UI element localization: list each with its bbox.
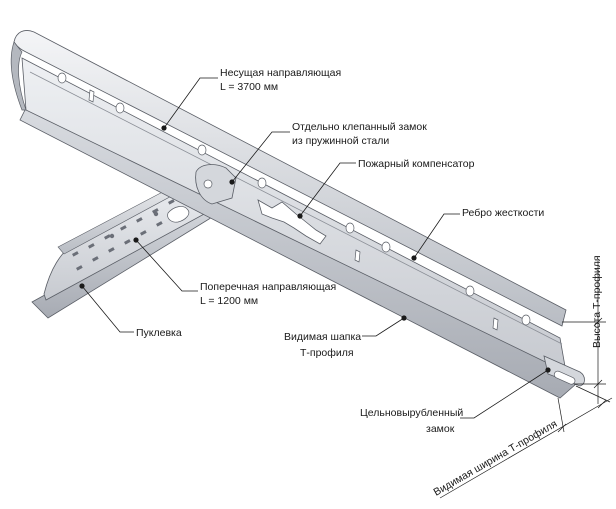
label-main-runner-name: Несущая направляющая <box>220 67 341 79</box>
main-runner-end <box>10 41 27 111</box>
label-visible-cap-1: Видимая шапка <box>284 331 361 343</box>
label-cross-tee-length: L = 1200 мм <box>200 295 258 307</box>
fire-compensator-cutout <box>257 199 327 245</box>
stiffening-rib-line <box>29 71 563 345</box>
label-puklevka: Пуклевка <box>136 327 182 339</box>
riveted-lock-plate <box>195 164 237 205</box>
main-runner-slots <box>88 89 499 331</box>
label-fire-compensator: Пожарный компенсатор <box>358 158 475 170</box>
label-riveted-lock-1: Отдельно клепанный замок <box>292 121 427 133</box>
label-cross-tee-name: Поперечная направляющая <box>200 281 336 293</box>
label-main-runner-length: L = 3700 мм <box>220 81 278 93</box>
dimensions <box>439 260 613 499</box>
main-runner-holes <box>57 72 531 326</box>
label-stiffening-rib: Ребро жесткости <box>462 207 544 219</box>
label-punched-lock-1: Цельновырубленный <box>360 407 463 419</box>
label-profile-height: Высота Т-профиля <box>591 255 603 348</box>
cross-tee-keyhole <box>167 206 190 223</box>
label-visible-cap-2: Т-профиля <box>300 347 354 359</box>
main-runner <box>10 30 585 399</box>
label-riveted-lock-2: из пружинной стали <box>292 135 389 147</box>
leaders <box>79 77 551 419</box>
label-punched-lock-2: замок <box>426 423 455 435</box>
